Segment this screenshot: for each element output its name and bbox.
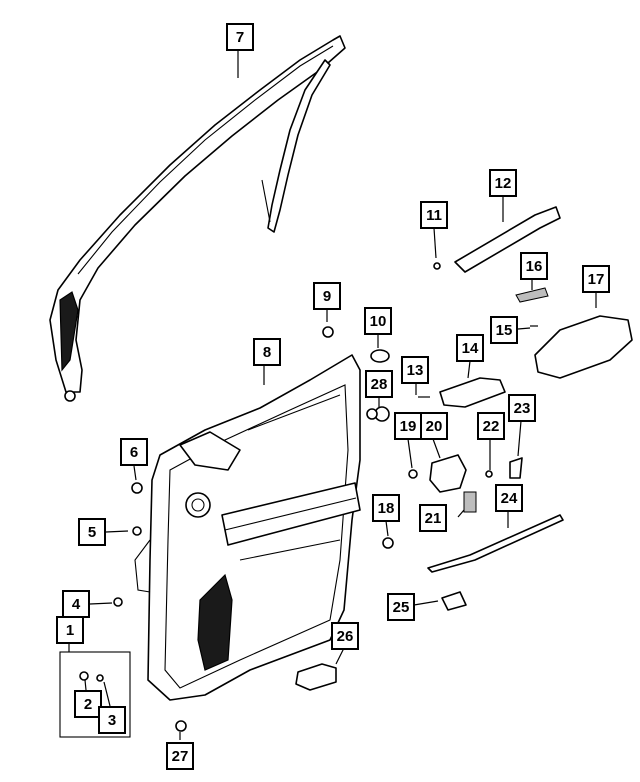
grommet-28b-part <box>366 408 378 420</box>
fastener-11 <box>433 262 441 270</box>
callout-2: 2 <box>74 690 102 718</box>
callout-18: 18 <box>372 494 400 522</box>
callout-13: 13 <box>401 356 429 384</box>
callout-21: 21 <box>419 504 447 532</box>
callout-28: 28 <box>365 370 393 398</box>
callout-20: 20 <box>420 412 448 440</box>
bezel-part <box>534 315 633 379</box>
fastener-9 <box>322 326 334 338</box>
wire-4 <box>134 539 151 593</box>
fastener-2 <box>79 671 89 681</box>
callout-15: 15 <box>490 316 518 344</box>
fastener-18 <box>382 537 394 549</box>
callout-24: 24 <box>495 484 523 512</box>
weatherstrip-part <box>49 35 346 402</box>
cover-23-part <box>509 457 523 479</box>
callout-22: 22 <box>477 412 505 440</box>
fastener-22 <box>485 470 493 478</box>
callout-1: 1 <box>56 616 84 644</box>
kit-box-1 <box>59 651 131 738</box>
switch-bezel-part <box>439 377 506 408</box>
fastener-4 <box>113 597 123 607</box>
plug-10-part <box>370 349 390 363</box>
bracket-21-part <box>463 491 477 513</box>
callout-9: 9 <box>313 282 341 310</box>
callout-25: 25 <box>387 593 415 621</box>
callout-23: 23 <box>508 394 536 422</box>
callout-4: 4 <box>62 590 90 618</box>
fastener-3 <box>96 674 104 682</box>
fastener-19 <box>408 469 418 479</box>
callout-17: 17 <box>582 265 610 293</box>
clip-16-part <box>515 287 549 303</box>
fastener-27 <box>175 720 187 732</box>
connector-26-part <box>295 663 337 691</box>
armrest-pad-part <box>454 206 561 273</box>
door-handle-part <box>429 454 467 493</box>
callout-12: 12 <box>489 169 517 197</box>
callout-3: 3 <box>98 706 126 734</box>
callout-5: 5 <box>78 518 106 546</box>
lamp-25-part <box>441 591 467 611</box>
leader-lines <box>68 51 597 740</box>
callout-14: 14 <box>456 334 484 362</box>
callout-10: 10 <box>364 307 392 335</box>
callout-26: 26 <box>331 622 359 650</box>
callout-19: 19 <box>394 412 422 440</box>
fastener-5 <box>132 526 142 536</box>
door-trim-panel-part <box>147 354 361 701</box>
callout-27: 27 <box>166 742 194 770</box>
callout-16: 16 <box>520 252 548 280</box>
callout-8: 8 <box>253 338 281 366</box>
callout-7: 7 <box>226 23 254 51</box>
fastener-6 <box>131 482 143 494</box>
callout-11: 11 <box>420 201 448 229</box>
trim-strip-part <box>427 514 564 573</box>
callout-6: 6 <box>120 438 148 466</box>
